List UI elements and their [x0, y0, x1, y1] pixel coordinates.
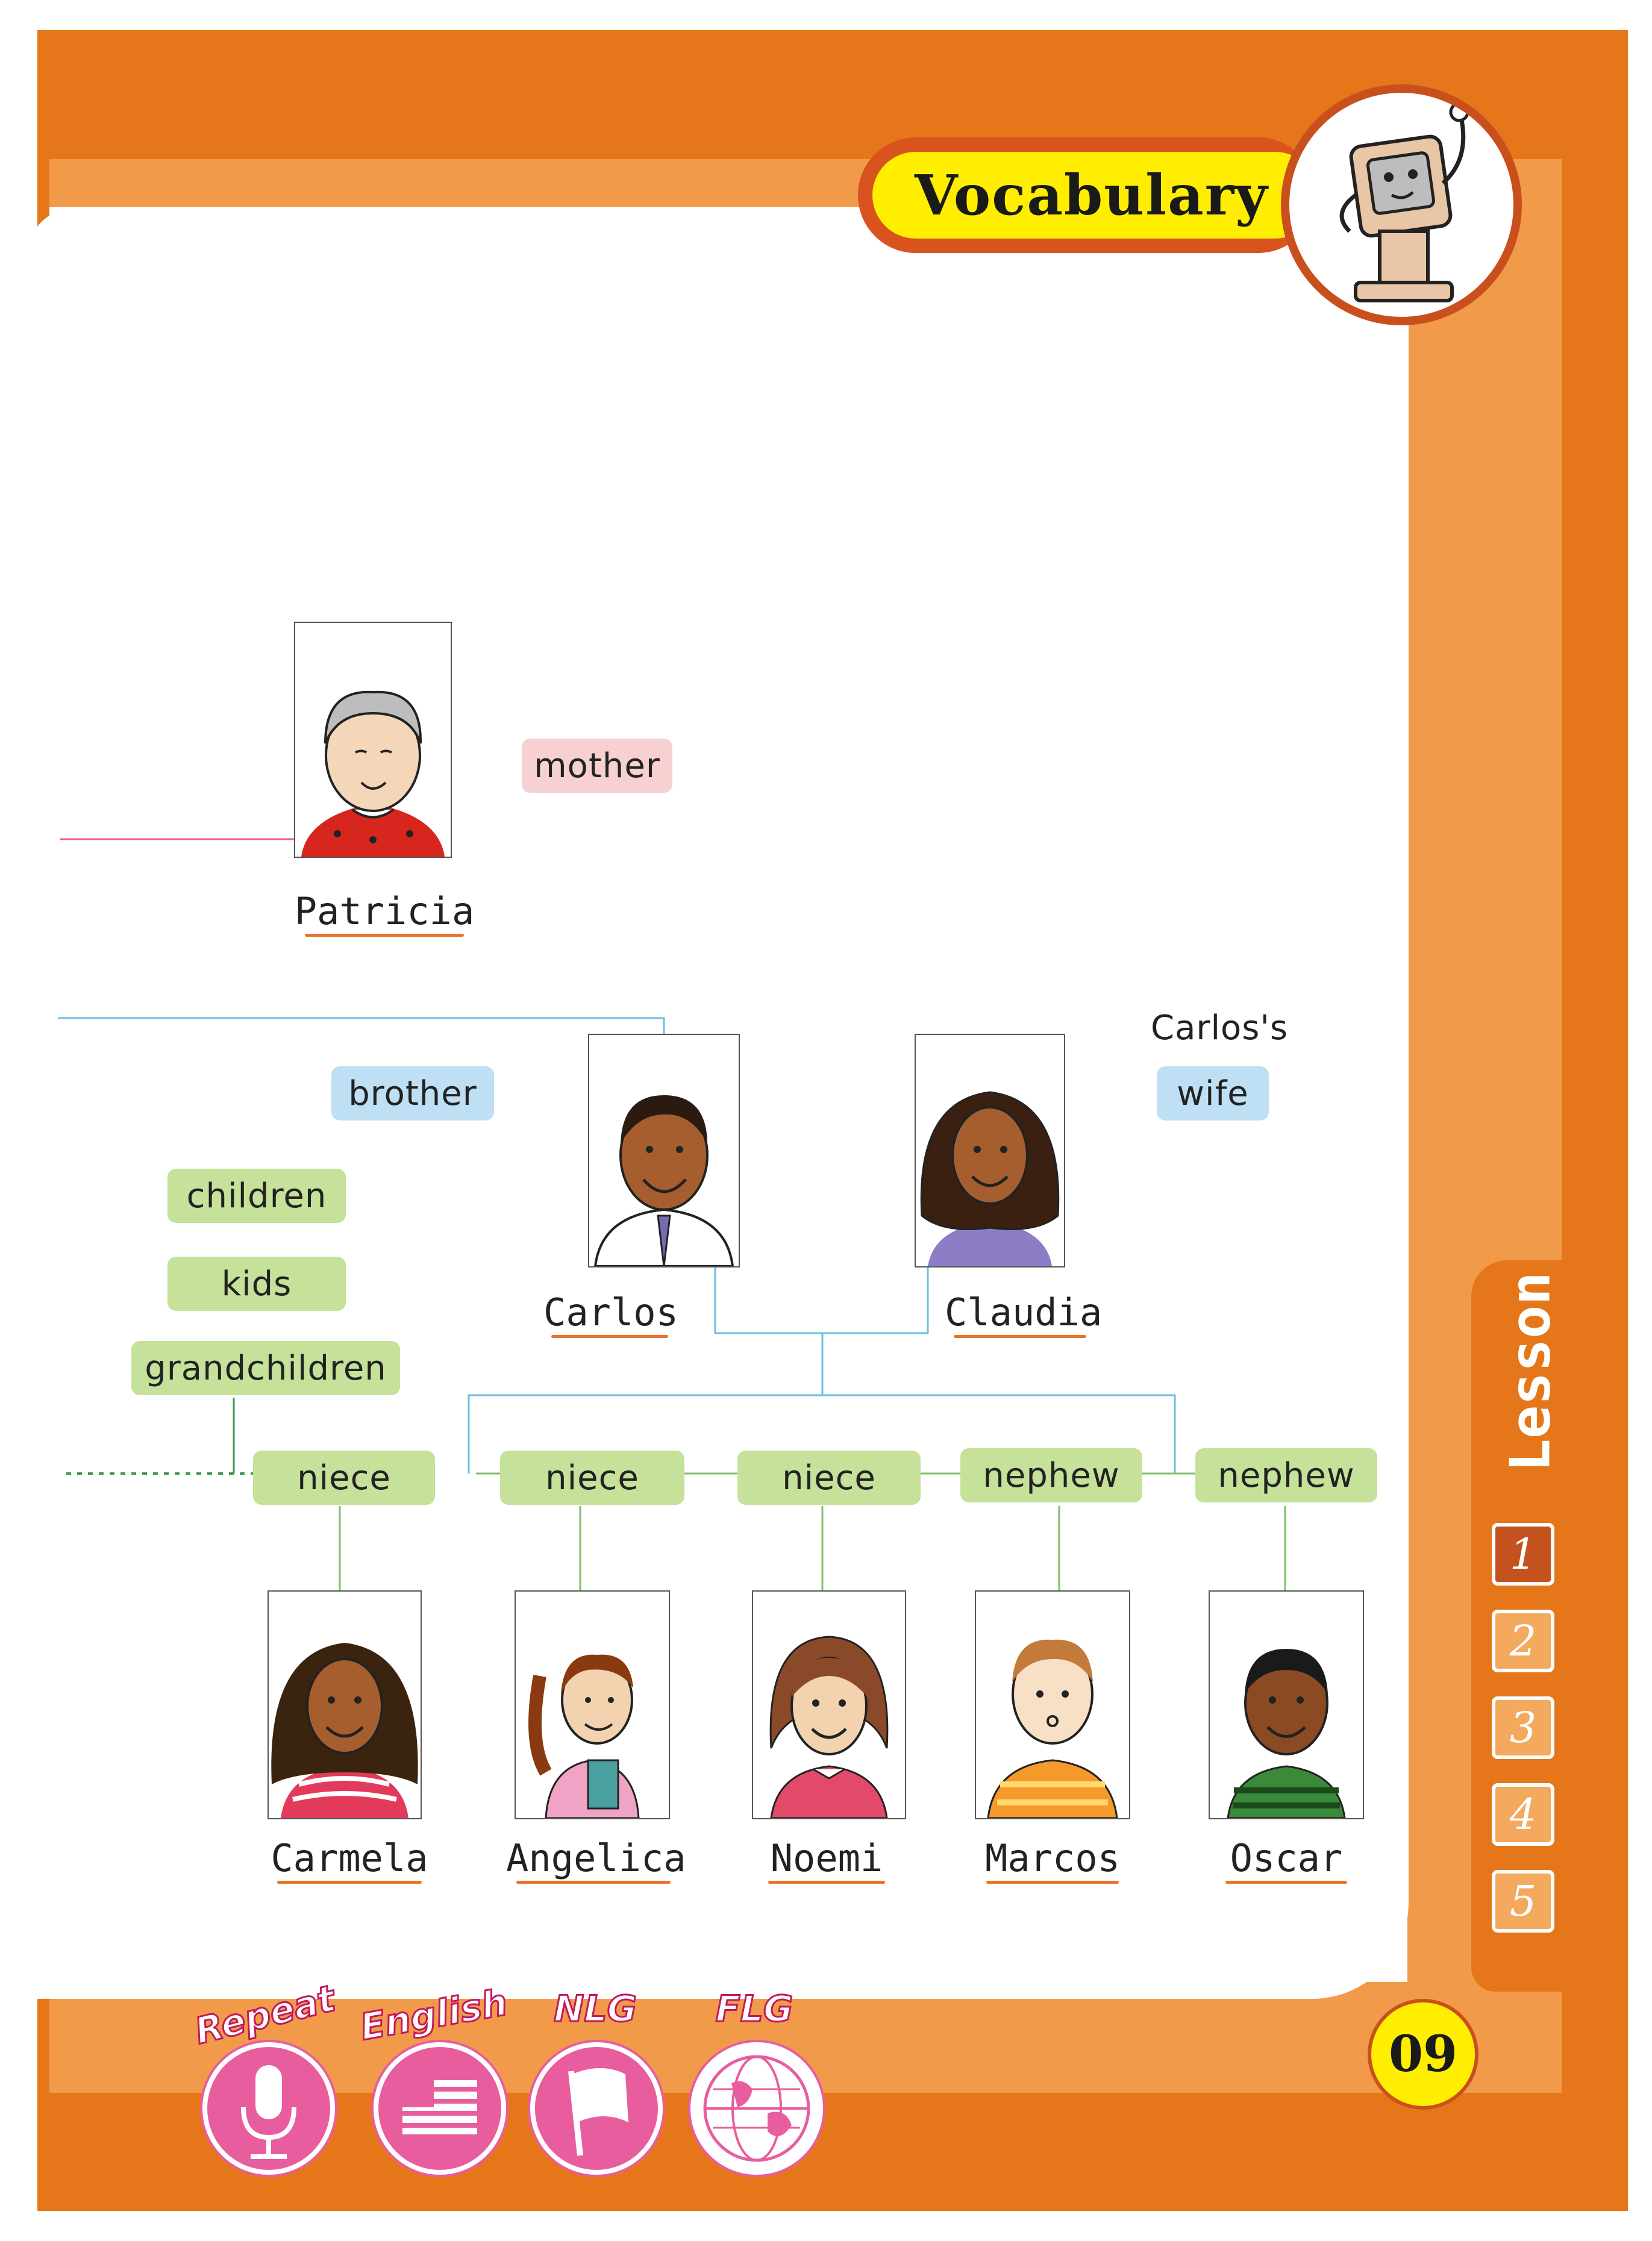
boy-thinking-avatar-icon — [987, 1639, 1118, 1818]
tag-brother: brother — [331, 1066, 494, 1120]
mother-avatar-icon — [920, 1091, 1060, 1266]
name-carmela: Carmela — [268, 1836, 431, 1884]
name-oscar: Oscar — [1217, 1836, 1356, 1884]
portrait-angelica — [515, 1590, 670, 1819]
grandmother-avatar-icon — [301, 690, 445, 857]
name-carlos: Carlos — [543, 1290, 678, 1338]
portrait-marcos — [975, 1590, 1130, 1819]
vocabulary-pill: Vocabulary — [872, 152, 1318, 239]
boy-smiling-avatar-icon — [1227, 1649, 1346, 1818]
usa-flag-icon — [402, 2080, 477, 2134]
name-marcos: Marcos — [977, 1836, 1128, 1884]
girl-bob-avatar-icon — [769, 1636, 889, 1818]
girl-books-avatar-icon — [528, 1654, 640, 1818]
portrait-noemi — [752, 1590, 906, 1819]
lesson-label: Lesson — [1498, 1272, 1563, 1472]
tag-nephew-marcos: nephew — [960, 1448, 1142, 1502]
portrait-carmela — [268, 1590, 422, 1819]
portrait-patricia — [294, 622, 452, 858]
tag-mother: mother — [522, 739, 672, 793]
lesson-tab-2[interactable]: 2 — [1492, 1610, 1554, 1672]
page-title: Vocabulary — [915, 163, 1269, 228]
name-patricia: Patricia — [294, 889, 475, 937]
lesson-tab-3[interactable]: 3 — [1492, 1696, 1554, 1759]
name-claudia: Claudia — [945, 1290, 1103, 1338]
girl-curly-avatar-icon — [271, 1643, 418, 1818]
name-angelica: Angelica — [506, 1836, 686, 1884]
lesson-tab-5[interactable]: 5 — [1492, 1870, 1554, 1933]
repeat-button[interactable] — [202, 2042, 335, 2175]
badge-label-flg: FLG — [715, 1987, 793, 2031]
tag-nephew-oscar: nephew — [1195, 1448, 1377, 1502]
globe-icon — [703, 2055, 810, 2162]
tag-grandchildren: grandchildren — [131, 1341, 400, 1395]
flag-icon — [568, 2068, 628, 2156]
microphone-icon — [241, 2065, 296, 2159]
tag-niece-angelica: niece — [500, 1451, 684, 1505]
name-noemi: Noemi — [760, 1836, 893, 1884]
portrait-oscar — [1209, 1590, 1364, 1819]
portrait-claudia — [915, 1034, 1065, 1267]
father-avatar-icon — [593, 1095, 734, 1266]
tag-wife: wife — [1157, 1066, 1269, 1120]
english-button[interactable] — [374, 2042, 506, 2175]
nlg-button[interactable] — [530, 2042, 663, 2175]
portrait-carlos — [588, 1034, 740, 1267]
tag-children: children — [167, 1169, 346, 1223]
flg-button[interactable] — [690, 2042, 823, 2175]
badge-label-nlg: NLG — [553, 1987, 638, 2031]
caption-carlos-s: Carlos's — [1151, 1008, 1289, 1048]
page-number-badge: 09 — [1368, 1999, 1478, 2110]
lesson-tab-4[interactable]: 4 — [1492, 1783, 1554, 1846]
tag-niece-noemi: niece — [737, 1451, 921, 1505]
page-number: 09 — [1388, 2025, 1458, 2083]
tag-niece-carmela: niece — [253, 1451, 435, 1505]
lesson-tab-1[interactable]: 1 — [1492, 1523, 1554, 1586]
tag-kids: kids — [167, 1257, 346, 1311]
computer-mascot-icon — [1339, 102, 1469, 302]
